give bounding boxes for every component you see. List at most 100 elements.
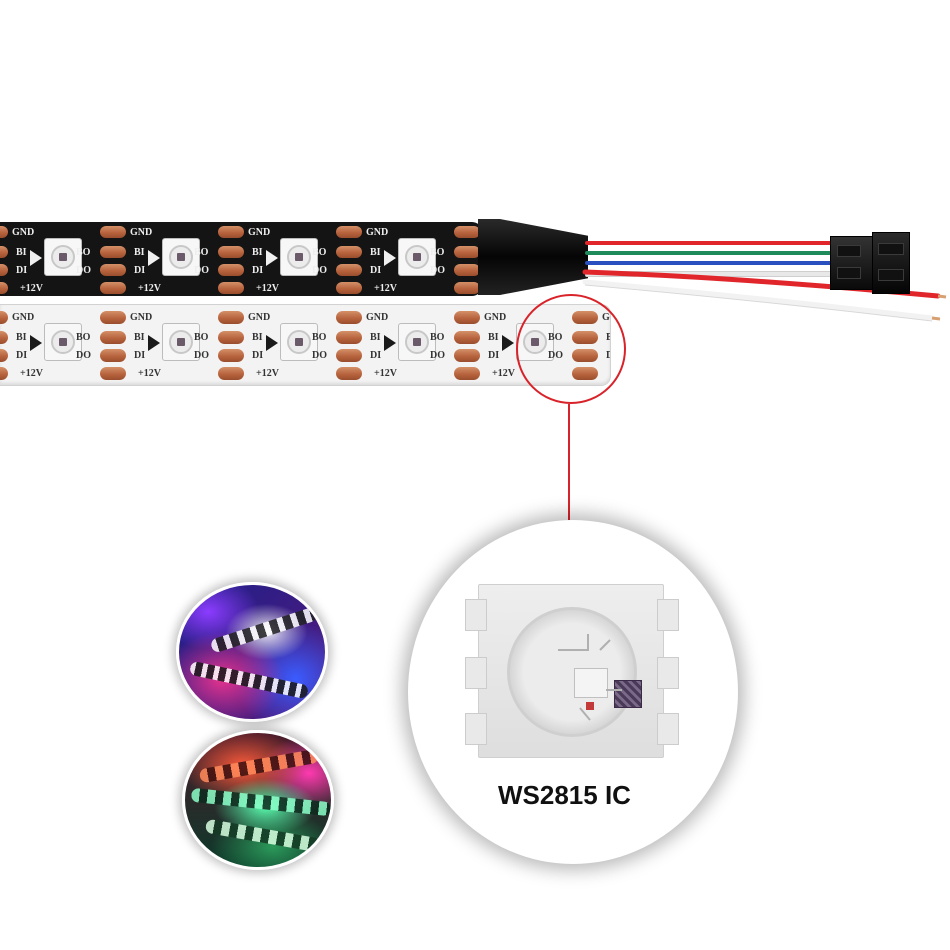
- strip-label-gnd: GND: [484, 312, 507, 323]
- strip-label-bi: BI: [488, 332, 499, 343]
- strip-label-v12: +12V: [20, 368, 43, 379]
- strip-label-di: DI: [252, 350, 264, 361]
- strip-label-bi: BI: [134, 247, 145, 258]
- solder-pad: [0, 331, 8, 344]
- solder-pad: [0, 349, 8, 362]
- strip-label-do: DO: [76, 350, 91, 361]
- callout-line: [568, 404, 570, 520]
- strip-label-di: DI: [16, 350, 28, 361]
- strip-label-bi: BI: [370, 247, 381, 258]
- solder-pad: [218, 311, 244, 324]
- data-direction-arrow-icon: [148, 250, 160, 266]
- solder-pad: [336, 264, 362, 276]
- strip-label-do: DO: [430, 350, 445, 361]
- solder-pad: [100, 367, 126, 380]
- strip-label-v12: +12V: [374, 283, 397, 294]
- led-chip-icon: [280, 323, 318, 361]
- solder-pad: [336, 226, 362, 238]
- strip-label-do: DO: [312, 350, 327, 361]
- solder-pad: [218, 226, 244, 238]
- strip-label-v12: +12V: [374, 368, 397, 379]
- connector-plug-female: [830, 236, 876, 290]
- solder-pad: [336, 282, 362, 294]
- solder-pad: [0, 264, 8, 276]
- solder-pad: [454, 311, 480, 324]
- strip-label-gnd: GND: [130, 227, 153, 238]
- solder-pad: [218, 246, 244, 258]
- strip-label-gnd: GND: [366, 227, 389, 238]
- strip-label-gnd: GND: [248, 227, 271, 238]
- solder-pad: [100, 349, 126, 362]
- solder-pad: [218, 349, 244, 362]
- solder-pad: [0, 367, 8, 380]
- strip-label-di: DI: [16, 265, 28, 276]
- strip-label-do: DO: [312, 265, 327, 276]
- strip-label-gnd: GND: [12, 312, 35, 323]
- solder-pad: [454, 331, 480, 344]
- data-direction-arrow-icon: [502, 335, 514, 351]
- data-direction-arrow-icon: [30, 250, 42, 266]
- strip-label-bi: BI: [16, 332, 27, 343]
- solder-pad: [336, 349, 362, 362]
- strip-label-v12: +12V: [256, 368, 279, 379]
- led-chip-icon: [398, 238, 436, 276]
- solder-pad: [0, 311, 8, 324]
- strip-label-bo: BO: [430, 247, 445, 258]
- solder-pad: [0, 226, 8, 238]
- solder-pad: [454, 226, 480, 238]
- strip-label-bo: BO: [312, 247, 327, 258]
- solder-pad: [100, 311, 126, 324]
- strip-label-bo: BO: [430, 332, 445, 343]
- solder-pad: [100, 264, 126, 276]
- solder-pad: [218, 367, 244, 380]
- strip-label-v12: +12V: [20, 283, 43, 294]
- strip-label-di: DI: [370, 350, 382, 361]
- data-direction-arrow-icon: [148, 335, 160, 351]
- solder-pad: [100, 331, 126, 344]
- connector-plug-male: [872, 232, 910, 294]
- strip-label-bi: BI: [134, 332, 145, 343]
- strip-label-di: DI: [134, 265, 146, 276]
- strip-label-bi: BI: [252, 332, 263, 343]
- wire-green: [585, 251, 833, 255]
- chip-caption: WS2815 IC: [498, 780, 631, 810]
- solder-pad: [100, 282, 126, 294]
- strip-label-di: DI: [370, 265, 382, 276]
- led-chip-icon: [280, 238, 318, 276]
- led-chip-icon: [162, 238, 200, 276]
- strip-label-do: DO: [194, 265, 209, 276]
- solder-pad: [336, 246, 362, 258]
- ws2815-chip-icon: [465, 584, 679, 758]
- solder-pad: [218, 331, 244, 344]
- strip-label-di: DI: [252, 265, 264, 276]
- strip-label-gnd: GND: [248, 312, 271, 323]
- wire-blue: [585, 261, 833, 265]
- data-direction-arrow-icon: [30, 335, 42, 351]
- strip-label-bo: BO: [76, 247, 91, 258]
- strip-label-di: DI: [488, 350, 500, 361]
- solder-pad: [100, 246, 126, 258]
- callout-circle: [516, 294, 626, 404]
- strip-label-bi: BI: [370, 332, 381, 343]
- led-strip-curl-photo: [176, 582, 328, 722]
- solder-pad: [454, 246, 480, 258]
- strip-label-do: DO: [76, 265, 91, 276]
- wire-red-top: [585, 241, 833, 245]
- strip-label-bo: BO: [194, 247, 209, 258]
- strip-label-bi: BI: [16, 247, 27, 258]
- strip-label-gnd: GND: [130, 312, 153, 323]
- strip-label-v12: +12V: [138, 368, 161, 379]
- solder-pad: [100, 226, 126, 238]
- solder-pad: [218, 282, 244, 294]
- solder-pad: [0, 282, 8, 294]
- led-strip-rainbow-photo: [182, 730, 334, 870]
- data-direction-arrow-icon: [266, 250, 278, 266]
- solder-pad: [454, 282, 480, 294]
